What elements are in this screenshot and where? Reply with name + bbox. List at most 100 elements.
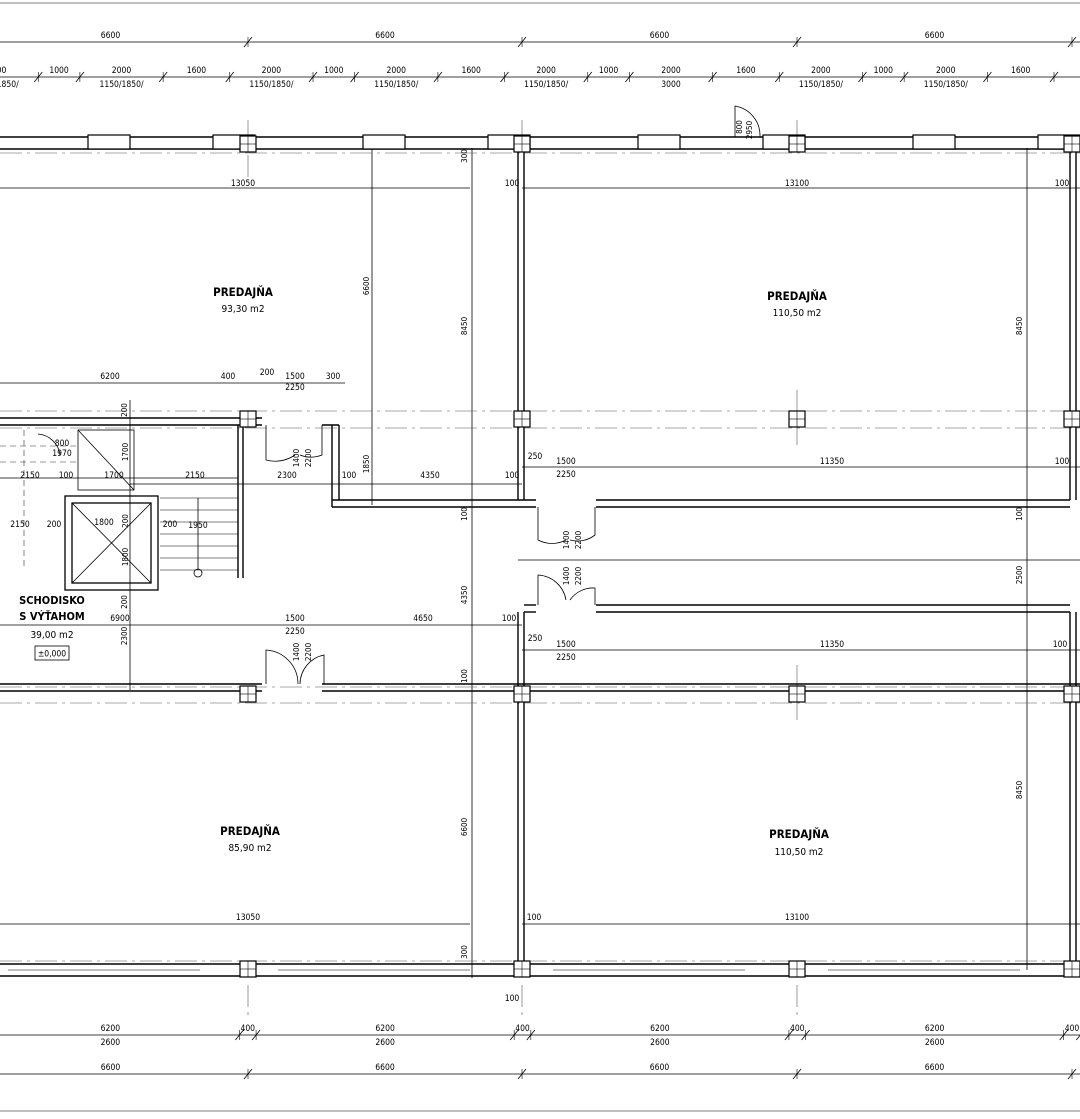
dimension-label: 4350 [420, 471, 440, 481]
dimension-label: 200 [120, 403, 129, 417]
dimension-label: 100 [505, 994, 520, 1004]
dimension-label: 2950 [745, 120, 754, 139]
room-labels: PREDAJŇA 93,30 m2 PREDAJŇA 110,50 m2 PRE… [19, 284, 829, 858]
dimension-label: 100 [460, 669, 469, 683]
dimension-label: 800 [735, 120, 744, 134]
dimension-label: 200 [47, 520, 62, 530]
dimension-label: 4650 [413, 614, 433, 624]
dimension-label: 400 [240, 1024, 255, 1034]
dimension-label: 1150/1850/ [0, 80, 19, 90]
dimension-label: 1700 [121, 442, 130, 461]
dimension-label: 6200 [101, 1024, 121, 1034]
dimension-label: 6600 [101, 1063, 121, 1073]
window [362, 134, 406, 150]
room-name: PREDAJŇA [213, 284, 273, 299]
dimension-label: 400 [221, 372, 236, 382]
dimension-label: 11350 [820, 640, 844, 650]
dimension-label: 1700 [104, 471, 124, 481]
dimension-label: 400 [1065, 1024, 1080, 1034]
dimension-label: 1600 [1011, 66, 1031, 76]
dimension-label: 8450 [460, 316, 469, 335]
room-name: PREDAJŇA [769, 826, 829, 841]
dimension-label: 6600 [375, 1063, 395, 1073]
dimension-label: 1500 [285, 372, 305, 382]
dimension-tick [1076, 1034, 1080, 1041]
dimension-label: 250 [528, 452, 543, 462]
room-area: 85,90 m2 [228, 843, 271, 854]
dimension-label: 1950 [188, 521, 208, 531]
dimension-label: 2000 [112, 66, 132, 76]
dimension-label: 2150 [10, 520, 30, 530]
columns [239, 135, 1080, 978]
dimension-label: 6600 [375, 31, 395, 41]
dimension-label: 6200 [650, 1024, 670, 1034]
window [637, 134, 681, 150]
dimension-label: 250 [528, 634, 543, 644]
dimension-label: 1000 [874, 66, 894, 76]
dimension-label: 200 [260, 368, 275, 378]
dimension-label: 8450 [1015, 780, 1024, 799]
dimension-label: 100 [1015, 507, 1024, 521]
room-area: 110,50 m2 [773, 308, 822, 319]
dimension-label: 1150/1850/ [374, 80, 418, 90]
dimension-label: 100 [342, 471, 357, 481]
dimension-label: 400 [515, 1024, 530, 1034]
dimension-label: 4350 [460, 585, 469, 604]
dimension-label: 2250 [285, 627, 305, 637]
dimension-label: 100 [505, 179, 520, 189]
dimension-label: 2200 [304, 448, 313, 467]
dimension-label: 2250 [556, 470, 576, 480]
dimension-label: 400 [790, 1024, 805, 1034]
dimension-label: 100 [1055, 179, 1070, 189]
dimension-label: 2200 [304, 642, 313, 661]
dimension-label: 1400 [562, 530, 571, 549]
dimension-label: 1150/1850/ [524, 80, 568, 90]
dimension-label: 1150/1850/ [249, 80, 293, 90]
dimension-label: 300 [460, 149, 469, 163]
dimension-label: 800 [55, 439, 70, 449]
dimension-label: 2300 [120, 626, 129, 645]
dimension-label: 200 [120, 595, 129, 609]
dimension-label: 6200 [375, 1024, 395, 1034]
dimension-label: 100 [59, 471, 74, 481]
stair-core [0, 429, 238, 591]
room-name: PREDAJŇA [220, 823, 280, 838]
dimension-label: 6600 [460, 817, 469, 836]
dimension-label: 6600 [650, 1063, 670, 1073]
dimension-label: 2150 [20, 471, 40, 481]
window [87, 134, 131, 150]
windows [8, 134, 1080, 971]
stair-name: S VÝŤAHOM [19, 610, 85, 623]
dimension-label: 2600 [101, 1038, 121, 1048]
dimension-label: 2000 [936, 66, 956, 76]
dimension-label: 8450 [1015, 316, 1024, 335]
dimension-label: 2000 [536, 66, 556, 76]
dimension-label: 200 [121, 514, 130, 528]
dimension-label: 100 [527, 913, 542, 923]
dimension-label: 2500 [1015, 565, 1024, 584]
dimension-label: 300 [326, 372, 341, 382]
dimension-label: 6600 [925, 31, 945, 41]
dimension-label: 2250 [556, 653, 576, 663]
room-name: PREDAJŇA [767, 288, 827, 303]
dimension-ticks [33, 36, 1080, 1080]
dimension-label: 2000 [387, 66, 407, 76]
dimension-label: 300 [460, 945, 469, 959]
dimension-label: 100 [1053, 640, 1068, 650]
dimension-label: 1600 [461, 66, 481, 76]
dimension-label: 1850 [362, 454, 371, 473]
dimension-label: 1500 [285, 614, 305, 624]
dimension-label: 1000 [599, 66, 619, 76]
dimension-label: 2600 [925, 1038, 945, 1048]
room-area: 93,30 m2 [221, 304, 264, 315]
dimension-label: 13100 [785, 913, 809, 923]
dimension-label: 2200 [574, 566, 583, 585]
window [912, 134, 956, 150]
dimension-label: 13050 [236, 913, 260, 923]
dimension-label: 11350 [820, 457, 844, 467]
dimension-label: 1000 [324, 66, 344, 76]
dimension-label: 2600 [650, 1038, 670, 1048]
dimension-label: 6600 [362, 276, 371, 295]
dimension-label: 1600 [187, 66, 207, 76]
dimension-label: 100 [1055, 457, 1070, 467]
